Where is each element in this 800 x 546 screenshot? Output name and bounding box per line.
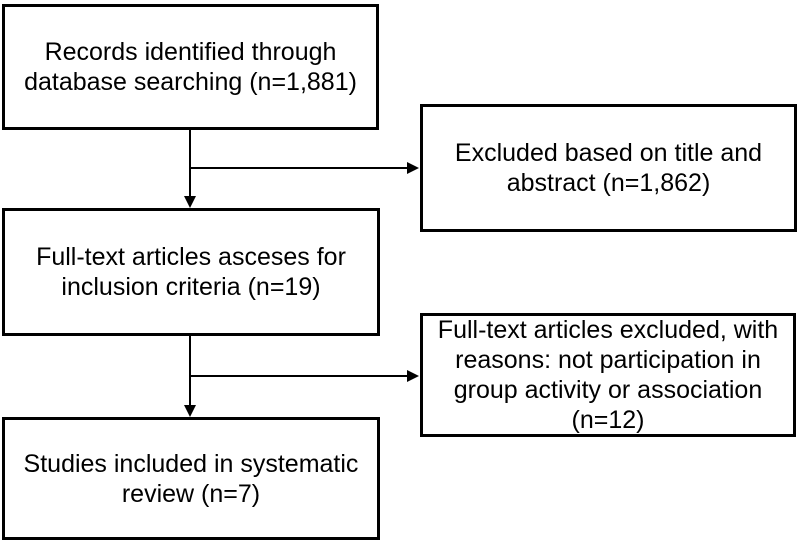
flow-box-studies-included: Studies included in systematic review (n…: [2, 417, 380, 540]
arrowhead-down-icon: [184, 196, 196, 208]
arrow-branch-to-fulltext-excluded: [189, 370, 419, 382]
flow-box-excluded-title-abstract: Excluded based on title and abstract (n=…: [420, 104, 797, 232]
flow-box-fulltext-assessed: Full-text articles asceses for inclusion…: [2, 208, 380, 336]
arrow-records-to-fulltext: [184, 129, 196, 208]
flow-box-fulltext-excluded: Full-text articles excluded, with reason…: [420, 313, 796, 437]
arrow-fulltext-to-included: [184, 336, 196, 417]
arrowhead-down-icon: [184, 405, 196, 417]
arrowhead-right-icon: [407, 162, 419, 174]
flow-box-records-identified: Records identified through database sear…: [2, 4, 379, 130]
arrow-branch-to-title-abstract-excluded: [189, 162, 419, 174]
arrowhead-right-icon: [407, 370, 419, 382]
